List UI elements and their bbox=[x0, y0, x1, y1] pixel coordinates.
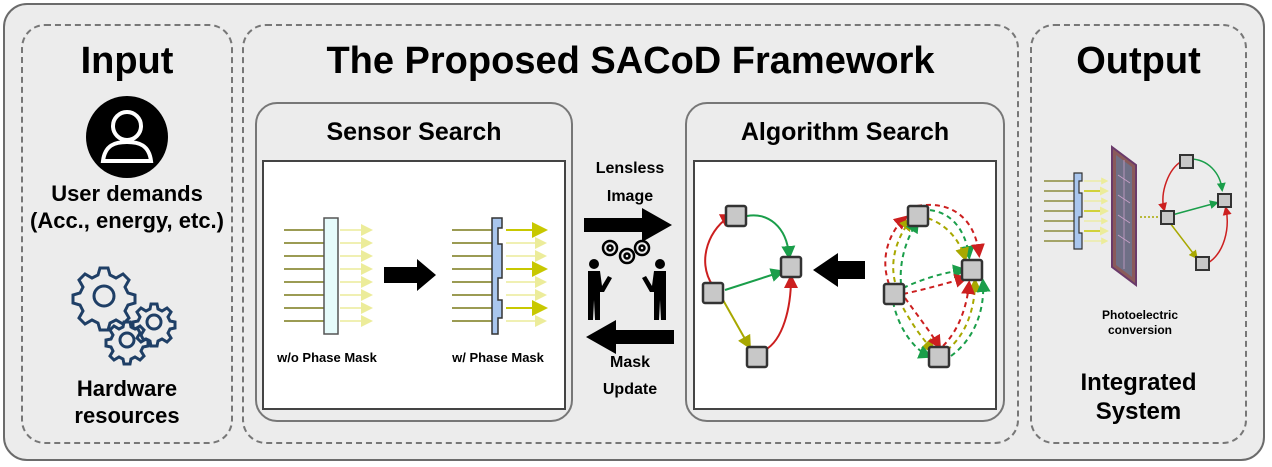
collaboration-gears-icon bbox=[588, 239, 666, 320]
arrow-right-icon bbox=[584, 208, 672, 242]
resources-label: resources bbox=[74, 403, 180, 428]
input-box bbox=[21, 24, 233, 444]
output-title: Output bbox=[1076, 40, 1201, 82]
system-label: System bbox=[1095, 398, 1182, 425]
algorithm-search-title: Algorithm Search bbox=[740, 118, 950, 146]
integrated-label: Integrated bbox=[1080, 369, 1197, 396]
user-demands-label: User demands bbox=[51, 181, 203, 206]
mask-label: Mask bbox=[609, 354, 651, 371]
optics-illustration bbox=[284, 217, 548, 335]
sensor-search-title: Sensor Search bbox=[326, 118, 502, 146]
framework-title: The Proposed SACoD Framework bbox=[326, 40, 935, 82]
conversion-label: conversion bbox=[1107, 323, 1173, 337]
with-phase-mask-label: w/ Phase Mask bbox=[452, 350, 544, 365]
lensless-label: Lensless bbox=[595, 160, 665, 177]
gears-icon bbox=[71, 266, 177, 366]
photoelectric-label: Photoelectric bbox=[1101, 308, 1179, 322]
without-phase-mask-label: w/o Phase Mask bbox=[277, 350, 377, 365]
image-label: Image bbox=[606, 188, 654, 205]
arrow-left-icon bbox=[586, 320, 674, 354]
search-graph-illustration bbox=[701, 203, 991, 369]
sensor-search-canvas bbox=[262, 160, 566, 410]
integrated-system-illustration bbox=[1044, 145, 1232, 287]
user-demands-detail: (Acc., energy, etc.) bbox=[30, 208, 224, 233]
user-icon bbox=[86, 96, 168, 178]
update-label: Update bbox=[602, 381, 658, 398]
output-box bbox=[1030, 24, 1247, 444]
input-title: Input bbox=[80, 40, 174, 82]
hardware-label: Hardware bbox=[76, 376, 178, 401]
